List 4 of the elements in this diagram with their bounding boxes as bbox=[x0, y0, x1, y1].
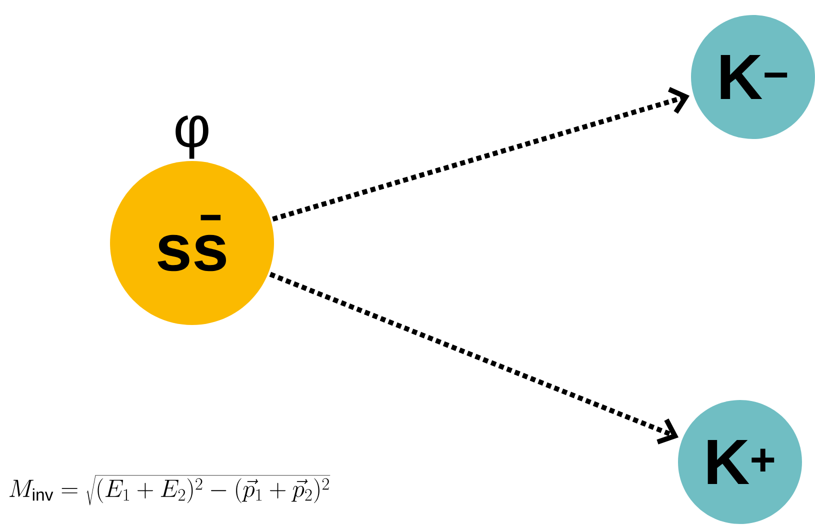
symbol-label: φ bbox=[176, 115, 208, 159]
formula: $M_{\mathrm{inv}} = \sqrt{(E_1+E_2)^2 - (\vec{p}_1+\vec{p}_2)^2}$ bbox=[9, 475, 330, 506]
arrow bbox=[269, 272, 679, 444]
arrow bbox=[272, 87, 690, 222]
